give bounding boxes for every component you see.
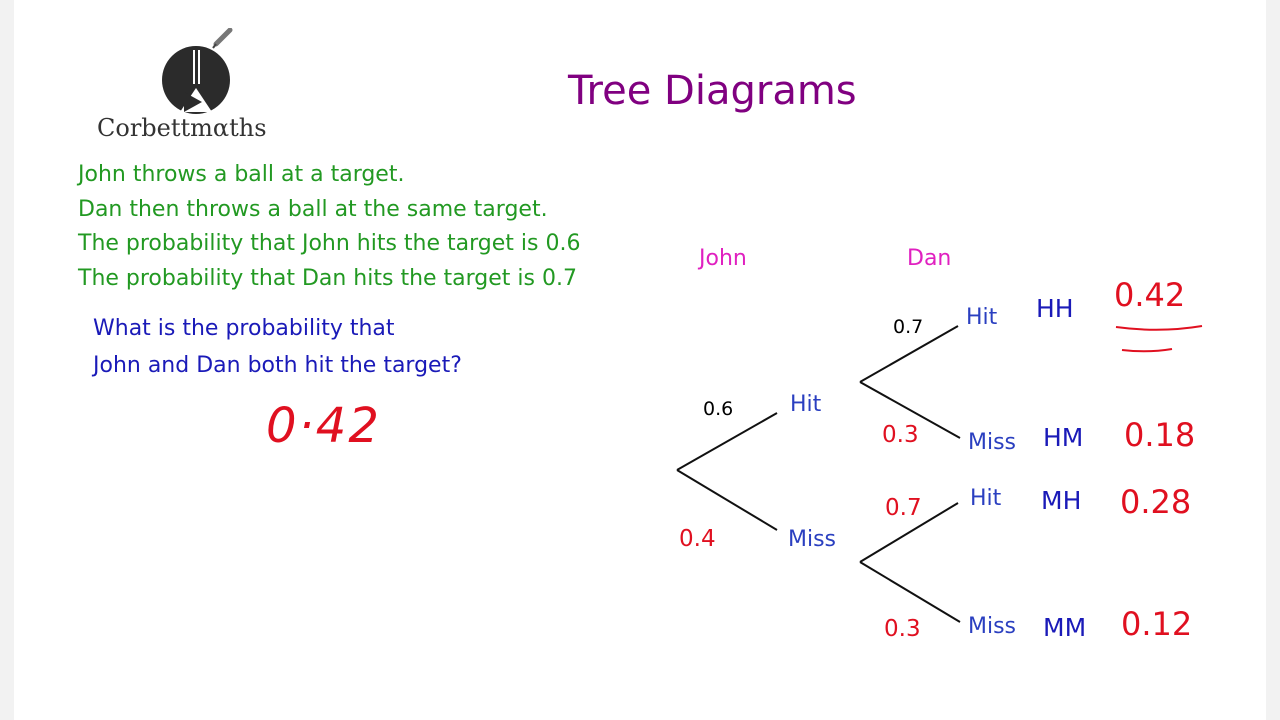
pair-mm: MM <box>1043 613 1087 642</box>
underline-stroke-1 <box>1115 325 1203 331</box>
branch-miss-miss <box>859 561 961 623</box>
prob-miss-miss: 0.3 <box>884 616 921 642</box>
problem-line-2: Dan then throws a ball at the same targe… <box>78 197 548 222</box>
result-hm: 0.18 <box>1124 416 1196 454</box>
handwritten-answer: 0·42 <box>266 398 381 454</box>
page-title: Tree Diagrams <box>568 68 857 114</box>
slide-page <box>14 0 1266 720</box>
outcome-hit-hit: Hit <box>966 305 998 330</box>
prob-miss-hit: 0.7 <box>885 495 922 521</box>
outcome-john-hit: Hit <box>790 392 822 417</box>
prob-hit-hit: 0.7 <box>893 316 924 338</box>
corbettmaths-logo-icon <box>162 28 233 114</box>
pair-mh: MH <box>1041 486 1082 515</box>
problem-line-1: John throws a ball at a target. <box>78 162 405 187</box>
underline-stroke-2 <box>1121 348 1173 353</box>
branch-hit-miss <box>859 381 961 439</box>
outcome-john-miss: Miss <box>788 527 837 552</box>
problem-line-3: The probability that John hits the targe… <box>78 231 581 256</box>
branch-miss-hit <box>859 502 959 563</box>
header-john: John <box>699 246 747 271</box>
question-line-1: What is the probability that <box>93 316 395 341</box>
pair-hm: HM <box>1043 423 1084 452</box>
result-mm: 0.12 <box>1121 605 1193 643</box>
pair-hh: HH <box>1036 294 1074 323</box>
prob-john-hit: 0.6 <box>703 398 734 420</box>
branch-hit-hit <box>859 325 959 383</box>
branch-john-hit <box>676 412 778 471</box>
result-hh: 0.42 <box>1114 276 1186 314</box>
branch-john-miss <box>676 469 778 531</box>
brand-name: Corbettmαths <box>97 114 267 142</box>
question-line-2: John and Dan both hit the target? <box>93 353 462 378</box>
problem-line-4: The probability that Dan hits the target… <box>78 266 577 291</box>
outcome-miss-miss: Miss <box>968 614 1017 639</box>
result-mh: 0.28 <box>1120 483 1192 521</box>
outcome-miss-hit: Hit <box>970 486 1002 511</box>
header-dan: Dan <box>907 246 952 271</box>
outcome-hit-miss: Miss <box>968 430 1017 455</box>
prob-hit-miss: 0.3 <box>882 422 919 448</box>
prob-john-miss: 0.4 <box>679 526 716 552</box>
